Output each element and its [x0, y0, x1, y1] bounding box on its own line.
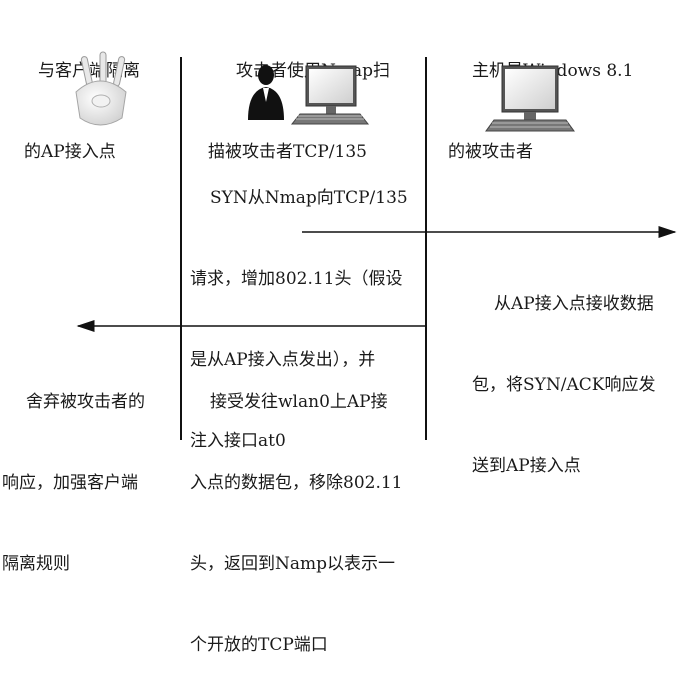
desktop-computer-icon — [290, 65, 370, 125]
victim-lifeline — [425, 57, 427, 440]
attacker-person-icon — [248, 65, 284, 120]
step1-text: SYN从Nmap向TCP/135 请求，增加802.11头（假设 是从AP接入点… — [190, 188, 408, 451]
diagram-graphics — [75, 51, 677, 332]
victim-desktop-icon — [485, 65, 575, 132]
ap-lifeline — [180, 57, 182, 440]
step3-text: 接受发往wlan0上AP接 入点的数据包，移除802.11 头，返回到Namp以… — [190, 392, 403, 655]
step2-text: 从AP接入点接收数据 包，将SYN/ACK响应发 送到AP接入点 — [472, 294, 656, 476]
wifi-access-point-icon — [75, 51, 127, 126]
step4-text: 舍弃被攻击者的 响应，加强客户端 隔离规则 — [2, 392, 145, 574]
